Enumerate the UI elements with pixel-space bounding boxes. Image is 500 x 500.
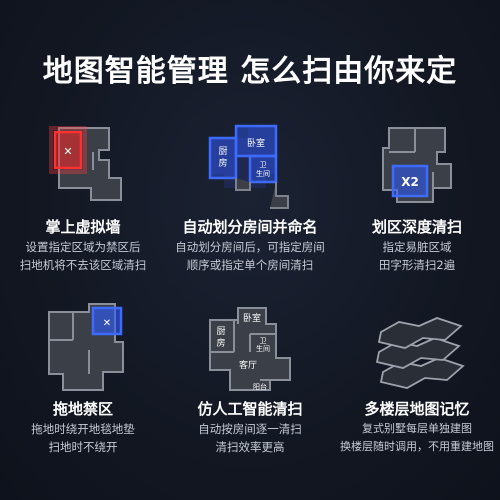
feature-name: 划区深度清扫 — [371, 218, 462, 236]
carpet-zone: ✕ — [91, 306, 123, 336]
svg-text:生间: 生间 — [256, 344, 270, 353]
page-title: 地图智能管理 怎么扫由你来定 — [42, 54, 458, 89]
feature-card-multi-floor: 多楼层地图记忆 复式别墅每层单独建图 换楼层随时调用，不用重建地图 — [334, 300, 500, 490]
virtual-wall-map-icon: ✕ — [33, 118, 133, 228]
svg-text:生间: 生间 — [256, 169, 270, 178]
feature-card-smart-cleaning: 卧室 厨 房 卫 生间 客厅 阳台 仿人工智能清扫 自动按房间逐一清扫 清扫效率… — [167, 300, 333, 490]
feature-desc: 设置指定区域为禁区后 扫地机将不去该区域清扫 — [19, 240, 147, 272]
close-icon: ✕ — [63, 145, 72, 158]
feature-name: 自动划分房间并命名 — [182, 218, 318, 236]
repeat-badge: X2 — [401, 175, 419, 189]
feature-desc: 复式别墅每层单独建图 换楼层随时调用，不用重建地图 — [340, 422, 494, 453]
zone-selection: X2 — [391, 164, 429, 198]
mop-zone-map-icon: ✕ — [33, 300, 133, 410]
close-icon: ✕ — [103, 318, 111, 329]
svg-text:卫: 卫 — [260, 337, 267, 345]
feature-name: 仿人工智能清扫 — [197, 400, 303, 418]
svg-text:卧室: 卧室 — [247, 137, 265, 149]
svg-text:客厅: 客厅 — [239, 359, 257, 371]
svg-text:厨: 厨 — [216, 326, 225, 337]
feature-name: 掌上虚拟墙 — [45, 218, 121, 236]
feature-desc: 自动按房间逐一清扫 清扫效率更高 — [198, 422, 302, 454]
feature-card-mop-zone: ✕ 拖地禁区 拖地时绕开地毯地垫 扫地时不绕开 — [0, 300, 166, 490]
svg-text:房: 房 — [218, 157, 227, 169]
zone-cleaning-map-icon: X2 — [367, 118, 467, 228]
layers-icon — [367, 300, 467, 410]
svg-text:厨: 厨 — [218, 146, 227, 157]
feature-name: 拖地禁区 — [52, 400, 113, 418]
feature-name: 多楼层地图记忆 — [364, 400, 470, 418]
svg-text:卧室: 卧室 — [243, 312, 261, 324]
svg-text:卫: 卫 — [260, 161, 267, 169]
room-division-map-icon: 卧室 厨 房 卫 生间 — [200, 118, 300, 228]
feature-desc: 拖地时绕开地毯地垫 扫地时不绕开 — [31, 422, 135, 454]
floor-map-icon: 卧室 厨 房 卫 生间 客厅 阳台 — [200, 300, 300, 410]
feature-card-zone-cleaning: X2 划区深度清扫 指定易脏区域 田字形清扫2遍 — [334, 118, 500, 308]
feature-card-room-division: 卧室 厨 房 卫 生间 自动划分房间并命名 自动划分房间后，可指定房间 顺序或指… — [167, 118, 333, 308]
feature-desc: 自动划分房间后，可指定房间 顺序或指定单个房间清扫 — [175, 240, 325, 272]
feature-desc: 指定易脏区域 田字形清扫2遍 — [378, 240, 456, 272]
svg-text:房: 房 — [216, 337, 225, 349]
feature-card-virtual-wall: ✕ 掌上虚拟墙 设置指定区域为禁区后 扫地机将不去该区域清扫 — [0, 118, 166, 308]
no-go-zone: ✕ — [49, 126, 87, 174]
svg-text:阳台: 阳台 — [253, 382, 267, 391]
